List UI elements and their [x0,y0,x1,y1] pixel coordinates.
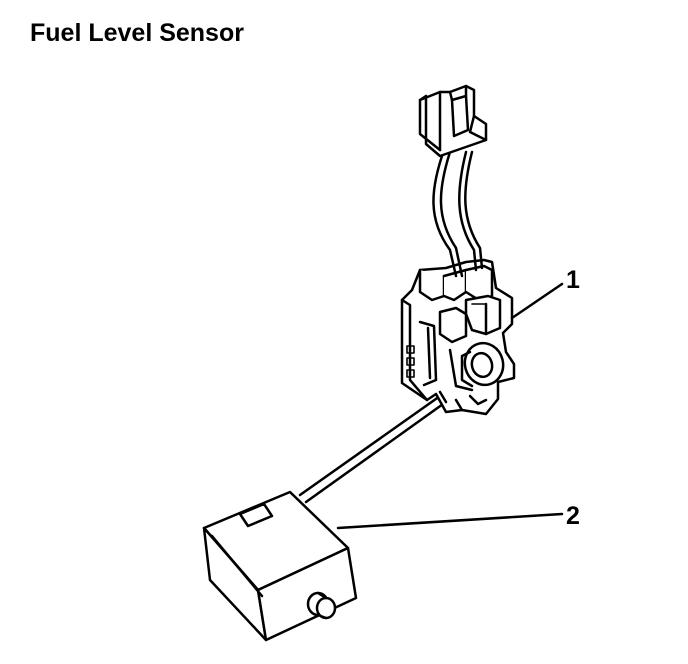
callout-1-leader [510,282,564,320]
wire-connector [418,84,488,158]
wire-harness [432,148,484,278]
callout-2-label: 2 [566,502,580,530]
callout-2-leader [336,512,564,530]
float [202,490,358,642]
callout-1-label: 1 [566,266,580,294]
page-title: Fuel Level Sensor [30,19,244,47]
sensor-body [400,258,516,416]
